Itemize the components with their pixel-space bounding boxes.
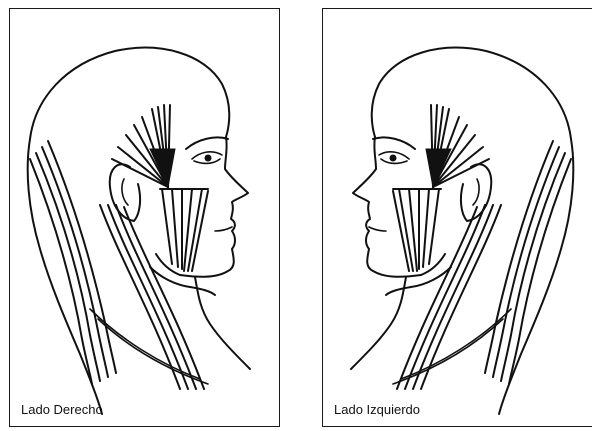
panel-left-side: Lado Izquierdo [322,8,592,427]
panel-label-right-side: Lado Derecho [21,402,103,417]
head-illustration-right-side [10,9,278,425]
head-illustration-left-side [323,9,591,425]
panel-label-left-side: Lado Izquierdo [334,402,420,417]
panel-right-side: Lado Derecho [9,8,280,427]
